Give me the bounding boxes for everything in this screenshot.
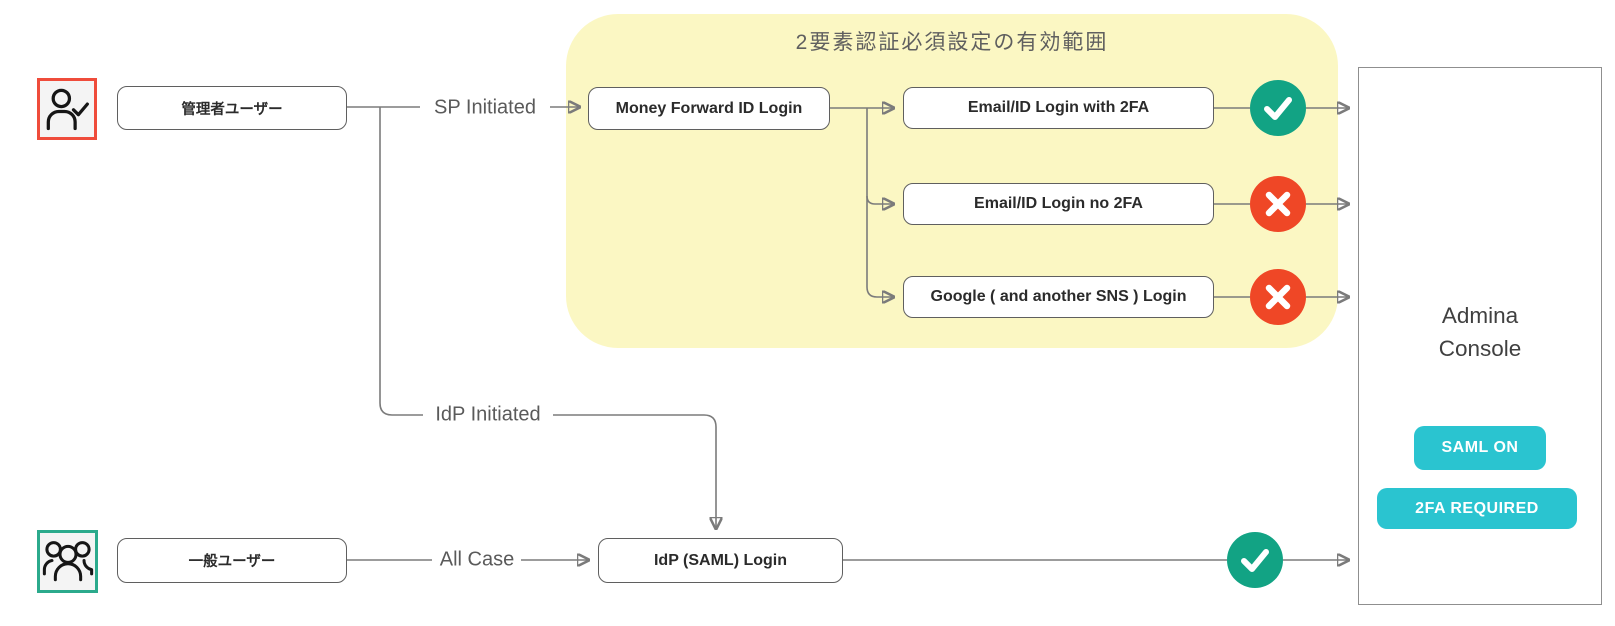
node-general-user-label: 一般ユーザー: [188, 554, 276, 570]
cross-circle-icon: [1250, 176, 1306, 232]
saml-on-badge: SAML ON: [1414, 426, 1546, 470]
users-group-icon: [42, 540, 93, 581]
node-mf-id-login: Money Forward ID Login: [588, 87, 830, 130]
edge-idp-label-to-saml-login: [553, 414, 716, 529]
node-admin-user-label: 管理者ユーザー: [181, 101, 283, 118]
check-circle-icon: [1250, 80, 1306, 136]
node-mf-id-login-label: Money Forward ID Login: [615, 99, 803, 117]
edge-label-all-case: All Case: [439, 548, 515, 571]
node-general-user: 一般ユーザー: [117, 538, 347, 583]
edge-mf-to-email-no2fa: [866, 195, 894, 204]
node-google-sns-login-label: Google ( and another SNS ) Login: [930, 288, 1187, 305]
node-email-login-no-2fa-label: Email/ID Login no 2FA: [974, 195, 1143, 212]
user-check-icon: [46, 88, 89, 131]
node-email-login-with-2fa-label: Email/ID Login with 2FA: [967, 99, 1150, 116]
saml-on-badge-label: SAML ON: [1441, 439, 1519, 456]
check-circle-icon: [1227, 532, 1283, 588]
node-google-sns-login: Google ( and another SNS ) Login: [903, 276, 1214, 318]
cross-circle-icon: [1250, 269, 1306, 325]
2fa-scope-region-title: 2要素認証必須設定の有効範囲: [795, 31, 1109, 54]
edge-mf-to-google: [866, 108, 894, 297]
2fa-required-badge: 2FA REQUIRED: [1377, 488, 1577, 529]
node-idp-saml-login: IdP (SAML) Login: [598, 538, 843, 583]
node-idp-saml-login-label: IdP (SAML) Login: [653, 551, 787, 569]
edge-label-sp-initiated: SP Initiated: [434, 96, 536, 119]
general-users-frame: [37, 530, 98, 593]
node-email-login-no-2fa: Email/ID Login no 2FA: [903, 183, 1214, 225]
2fa-required-badge-label: 2FA REQUIRED: [1415, 499, 1539, 517]
admin-user-frame: [37, 78, 97, 140]
edge-label-idp-initiated: IdP Initiated: [435, 403, 541, 426]
admina-console-title: Admina Console: [1438, 303, 1522, 361]
node-email-login-with-2fa: Email/ID Login with 2FA: [903, 87, 1214, 129]
edge-admin-branch-to-idp-label: [379, 107, 423, 416]
node-admin-user: 管理者ユーザー: [117, 86, 347, 130]
